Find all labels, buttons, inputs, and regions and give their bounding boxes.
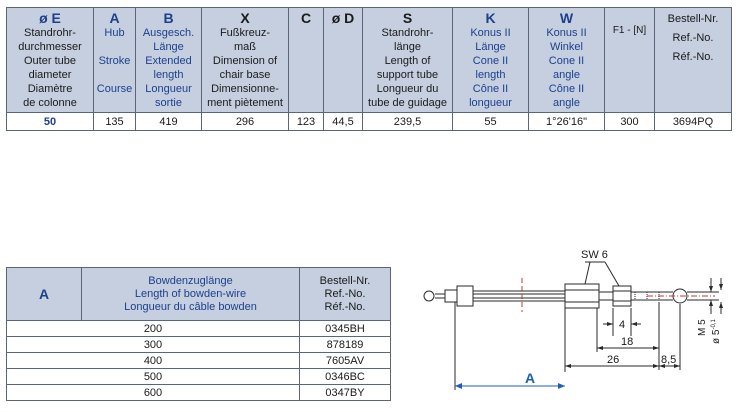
header-text: Konus II Winkel Cone II angle Cône II an… — [546, 27, 587, 109]
table-row: 600 0347BY — [6, 384, 391, 401]
header-text: Bestell-Nr. Ref.-No. Réf.-No. — [667, 13, 719, 63]
cell-d: 44,5 — [323, 112, 363, 131]
cell-length: 600 — [6, 384, 300, 401]
cell-chair-base: 296 — [201, 112, 289, 131]
cell-force: 300 — [604, 112, 655, 131]
header-key: W — [559, 10, 574, 26]
cell-order-no: 7605AV — [299, 352, 391, 369]
header-key: X — [240, 10, 250, 26]
label-d5: ø 5-0,1 — [711, 319, 722, 344]
header-order-no: Bestell-Nr. Ref.-No. Réf.-No. — [654, 7, 732, 113]
arrow-head-a — [455, 383, 462, 389]
label-sw: SW 6 — [581, 249, 608, 261]
header-text: Fußkreuz- maß Dimension of chair base Di… — [207, 27, 283, 109]
header-c: C — [288, 7, 324, 113]
arrow-head-a — [558, 383, 565, 389]
header-text: Standrohr- länge Length of support tube … — [368, 27, 447, 109]
header-key: ø D — [331, 10, 355, 26]
cell-order-no: 878189 — [299, 336, 391, 353]
header-key: S — [402, 10, 413, 26]
header-key: K — [485, 10, 496, 26]
header-text: Konus II Länge Cone II length Cône II lo… — [469, 27, 512, 109]
header-cone-angle: W Konus II Winkel Cone II angle Cône II … — [528, 7, 605, 113]
label-8-5: 8,5 — [661, 354, 676, 366]
cell-cone-length: 55 — [452, 112, 529, 131]
bowden-header-row: A Bowdenzuglänge Length of bowden-wire L… — [6, 267, 391, 321]
header-text: Standrohr- durchmesser Outer tube diamet… — [18, 27, 82, 109]
arrow-head — [659, 364, 665, 368]
label-a: A — [525, 370, 535, 386]
header-text: F1 - [N] — [612, 25, 647, 36]
table-row: 300 878189 — [6, 336, 391, 353]
header-outer-tube: ø E Standrohr- durchmesser Outer tube di… — [6, 7, 94, 113]
label-18: 18 — [621, 336, 633, 348]
sleeve — [444, 289, 458, 303]
header-d: ø D — [323, 7, 363, 113]
header-key: B — [163, 10, 174, 26]
cell-order-no: 0345BH — [299, 320, 391, 337]
arrow-head — [674, 364, 680, 368]
label-d5-value: ø 5 — [711, 329, 722, 344]
table-row: 50 135 419 296 123 44,5 239,5 55 1°26'16… — [6, 112, 732, 131]
arrow-head — [653, 346, 659, 350]
spec-header-row: ø E Standrohr- durchmesser Outer tube di… — [6, 7, 732, 113]
cell-order-no: 0347BY — [299, 384, 391, 401]
sw-leader — [584, 261, 591, 285]
cell-length: 500 — [6, 368, 300, 385]
label-4: 4 — [619, 319, 625, 331]
arrow-head — [719, 302, 723, 308]
arrow-head — [719, 284, 723, 290]
cell-c: 123 — [288, 112, 324, 131]
header-force: F1 - [N] — [604, 7, 655, 113]
header-key: A — [109, 10, 120, 26]
bowden-table: A Bowdenzuglänge Length of bowden-wire L… — [6, 267, 391, 401]
bowden-header-order-no: Bestell-Nr. Ref.-No. Réf.-No. — [299, 267, 391, 321]
label-m5: M 5 — [697, 319, 708, 336]
cell-order-no: 3694PQ — [654, 112, 732, 131]
header-extended-length: B Ausgesch. Länge Extended length Longue… — [135, 7, 202, 113]
arrow-head — [607, 322, 613, 326]
arrow-head — [709, 286, 713, 292]
header-key: C — [300, 10, 312, 26]
ball-end — [423, 290, 435, 302]
bowden-header-description: Bowdenzuglänge Length of bowden-wire Lon… — [81, 267, 300, 321]
spec-table: ø E Standrohr- durchmesser Outer tube di… — [6, 7, 732, 131]
header-text: Hub Stroke Course — [96, 27, 133, 95]
bowden-wire-drawing: SW 6 4 18 26 8,5 A M 5 ø 5-0,1 — [423, 249, 723, 390]
cell-stroke: 135 — [93, 112, 136, 131]
table-row: 500 0346BC — [6, 368, 391, 385]
arrow-head — [653, 364, 659, 368]
arrow-head — [565, 364, 571, 368]
arrow-head — [709, 300, 713, 306]
header-chair-base: X Fußkreuz- maß Dimension of chair base … — [201, 7, 289, 113]
header-stroke: A Hub Stroke Course — [93, 7, 136, 113]
header-text: Ausgesch. Länge Extended length Longueur… — [142, 27, 195, 109]
hex-nut — [564, 283, 600, 309]
cell-outer-tube: 50 — [6, 112, 94, 131]
table-row: 200 0345BH — [6, 320, 391, 337]
header-cone-length: K Konus II Länge Cone II length Cône II … — [452, 7, 529, 113]
sleeve — [456, 285, 474, 307]
cell-support-tube: 239,5 — [362, 112, 453, 131]
cell-extended-length: 419 — [135, 112, 202, 131]
bowden-header-key: A — [6, 267, 82, 321]
label-d5-tolerance: -0,1 — [711, 319, 717, 330]
cell-cone-angle: 1°26'16" — [528, 112, 605, 131]
arrow-head — [597, 346, 603, 350]
sw-leader — [604, 261, 620, 287]
cell-length: 400 — [6, 352, 300, 369]
header-support-tube: S Standrohr- länge Length of support tub… — [362, 7, 453, 113]
cell-length: 200 — [6, 320, 300, 337]
arrow-head — [631, 322, 637, 326]
cell-order-no: 0346BC — [299, 368, 391, 385]
table-row: 400 7605AV — [6, 352, 391, 369]
cell-length: 300 — [6, 336, 300, 353]
lock-nut — [612, 285, 632, 307]
label-26: 26 — [607, 354, 619, 366]
header-key: ø E — [39, 10, 61, 26]
